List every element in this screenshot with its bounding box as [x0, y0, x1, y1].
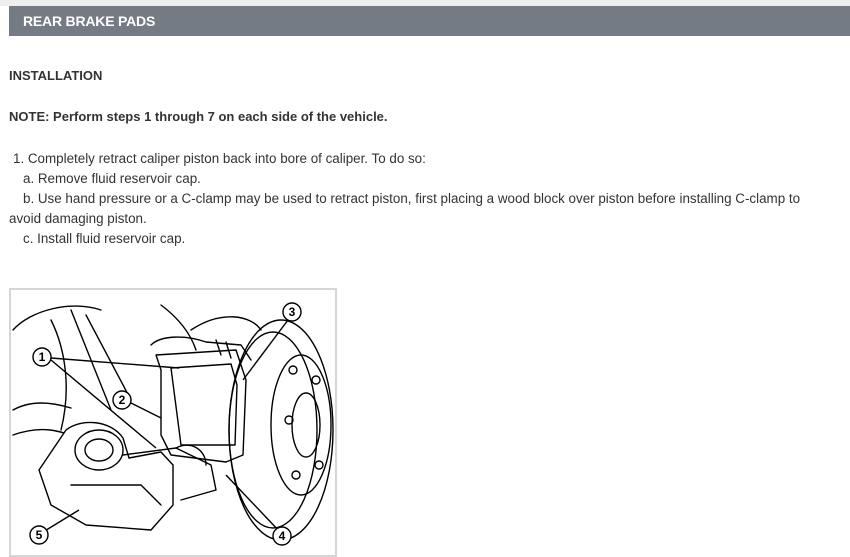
- leader-5: [42, 509, 80, 533]
- callout-markers: 1 2 3 4 5: [29, 302, 302, 546]
- dust-shield-top: [190, 316, 262, 331]
- note-text: NOTE: Perform steps 1 through 7 on each …: [9, 109, 388, 124]
- caliper-piston-bore: [74, 429, 124, 471]
- leader-1a: [50, 357, 180, 369]
- callout-3-label: 3: [289, 305, 296, 319]
- callout-1: 1: [32, 347, 52, 367]
- banner-title: REAR BRAKE PADS: [23, 13, 156, 29]
- leader-1b: [50, 359, 157, 449]
- caliper-drawing: 1 2 3 4 5: [12, 302, 334, 546]
- brake-pad-outer: [155, 349, 247, 463]
- callout-2: 2: [112, 390, 132, 410]
- wheel-stud-3: [284, 415, 294, 425]
- wheel-stud-2: [311, 375, 321, 385]
- strut-line-2: [85, 314, 132, 401]
- caliper-finger: [175, 444, 207, 466]
- callout-4: 4: [272, 526, 292, 546]
- callout-4-label: 4: [279, 529, 286, 543]
- caliper-edge: [70, 484, 162, 506]
- suspension-link-line: [50, 319, 67, 431]
- section-banner: REAR BRAKE PADS: [9, 6, 850, 36]
- brake-caliper-illustration: 1 2 3 4 5: [9, 288, 337, 557]
- leader-3: [242, 315, 292, 381]
- caliper-piston: [84, 438, 114, 462]
- callout-1-label: 1: [39, 350, 46, 364]
- strut-line: [70, 309, 112, 411]
- section-heading: INSTALLATION: [9, 68, 103, 83]
- caliper-mount: [122, 447, 217, 501]
- brake-pad-friction: [170, 363, 238, 446]
- suspension-arm-line: [12, 305, 102, 331]
- callout-3: 3: [282, 302, 302, 322]
- hub-center: [291, 392, 321, 458]
- step-1b-continued: avoid damaging piston.: [9, 211, 147, 226]
- hub-face: [270, 354, 332, 496]
- rotor-inner: [228, 331, 318, 529]
- wheel-stud-4: [314, 460, 324, 470]
- callout-2-label: 2: [119, 393, 126, 407]
- wheel-stud-5: [291, 470, 301, 480]
- callout-5-label: 5: [36, 528, 43, 542]
- callout-5: 5: [29, 525, 49, 545]
- step-1a: a. Remove fluid reservoir cap.: [23, 171, 201, 186]
- step-1: 1. Completely retract caliper piston bac…: [13, 151, 426, 166]
- knuckle-line: [160, 304, 197, 351]
- caliper-body: [38, 421, 174, 531]
- lower-arm-line: [12, 402, 72, 411]
- leader-2: [128, 401, 162, 419]
- leader-lines: [42, 315, 292, 534]
- pad-clip: [215, 339, 232, 359]
- step-1b: b. Use hand pressure or a C-clamp may be…: [23, 191, 801, 206]
- step-1c: c. Install fluid reservoir cap.: [23, 231, 186, 246]
- procedure-steps: 1. Completely retract caliper piston bac…: [9, 149, 850, 249]
- wheel-stud: [288, 365, 298, 375]
- top-border: [0, 0, 850, 6]
- caliper-bridge: [150, 336, 252, 361]
- leader-4: [225, 474, 282, 534]
